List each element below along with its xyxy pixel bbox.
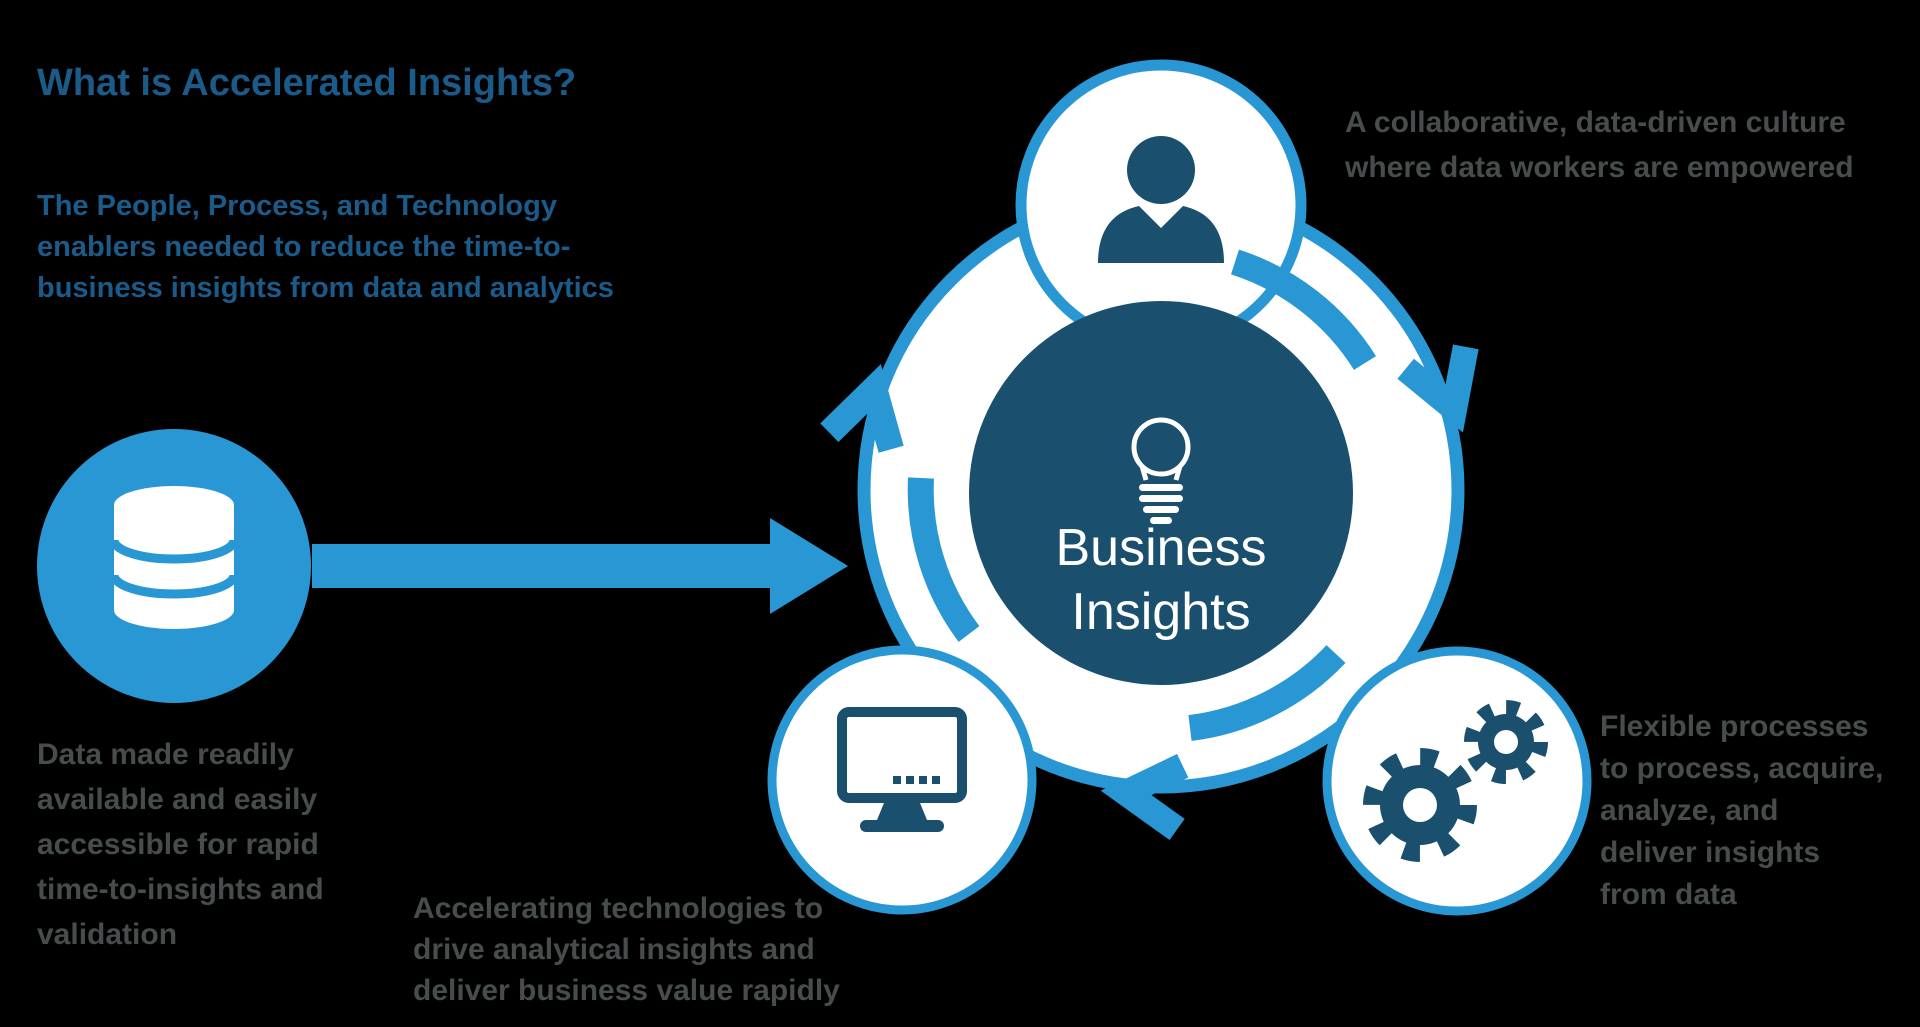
caption-line: deliver insights [1600,836,1821,869]
caption-line: time-to-insights and [37,873,324,906]
caption-line: deliver business value rapidly [413,974,840,1007]
database-icon [109,486,239,629]
business-insights-label: Business Insights [961,516,1361,644]
caption-line: from data [1600,878,1737,911]
monitor-icon [837,707,967,832]
person-icon [1098,136,1224,263]
caption-line: Data made readily [37,738,294,771]
caption-line: where data workers are empowered [1345,151,1854,184]
intro-line: enablers needed to reduce the time-to- [37,231,571,263]
caption-line: validation [37,918,178,951]
arrow-arc-bottom [1188,644,1346,741]
lightbulb-icon [1131,417,1191,524]
technology-caption: Flexible processes to process, acquire, … [1600,706,1883,916]
intro-line: business insights from data and analytic… [37,272,614,304]
caption-line: Accelerating technologies to [413,892,824,925]
caption-line: to process, acquire, [1600,752,1884,785]
arrowhead-top-right [1397,344,1479,433]
gears-icon [1363,700,1548,862]
center-label-line: Business [1055,519,1267,577]
data-flow-arrow [312,518,848,614]
data-source-caption: Data made readily available and easily a… [37,732,324,957]
caption-line: A collaborative, data-driven culture [1345,106,1846,139]
arrow-arc-left [907,477,980,642]
cycle-arrows [820,249,1479,841]
caption-line: analyze, and [1600,794,1779,827]
people-caption: A collaborative, data-driven culture whe… [1345,100,1854,190]
intro-text: The People, Process, and Technology enab… [37,186,614,309]
page-title: What is Accelerated Insights? [37,62,577,104]
process-caption: Accelerating technologies to drive analy… [413,888,840,1011]
business-insights-circle [969,301,1353,685]
caption-line: drive analytical insights and [413,933,815,966]
arrow-arc-top-right [1230,249,1377,371]
caption-line: available and easily [37,783,318,816]
caption-line: Flexible processes [1600,710,1869,743]
intro-line: The People, Process, and Technology [37,190,557,222]
caption-line: accessible for rapid [37,828,319,861]
arrowhead-bottom [1100,754,1189,841]
arrowhead-left [820,364,904,453]
center-label-line: Insights [1071,583,1251,641]
